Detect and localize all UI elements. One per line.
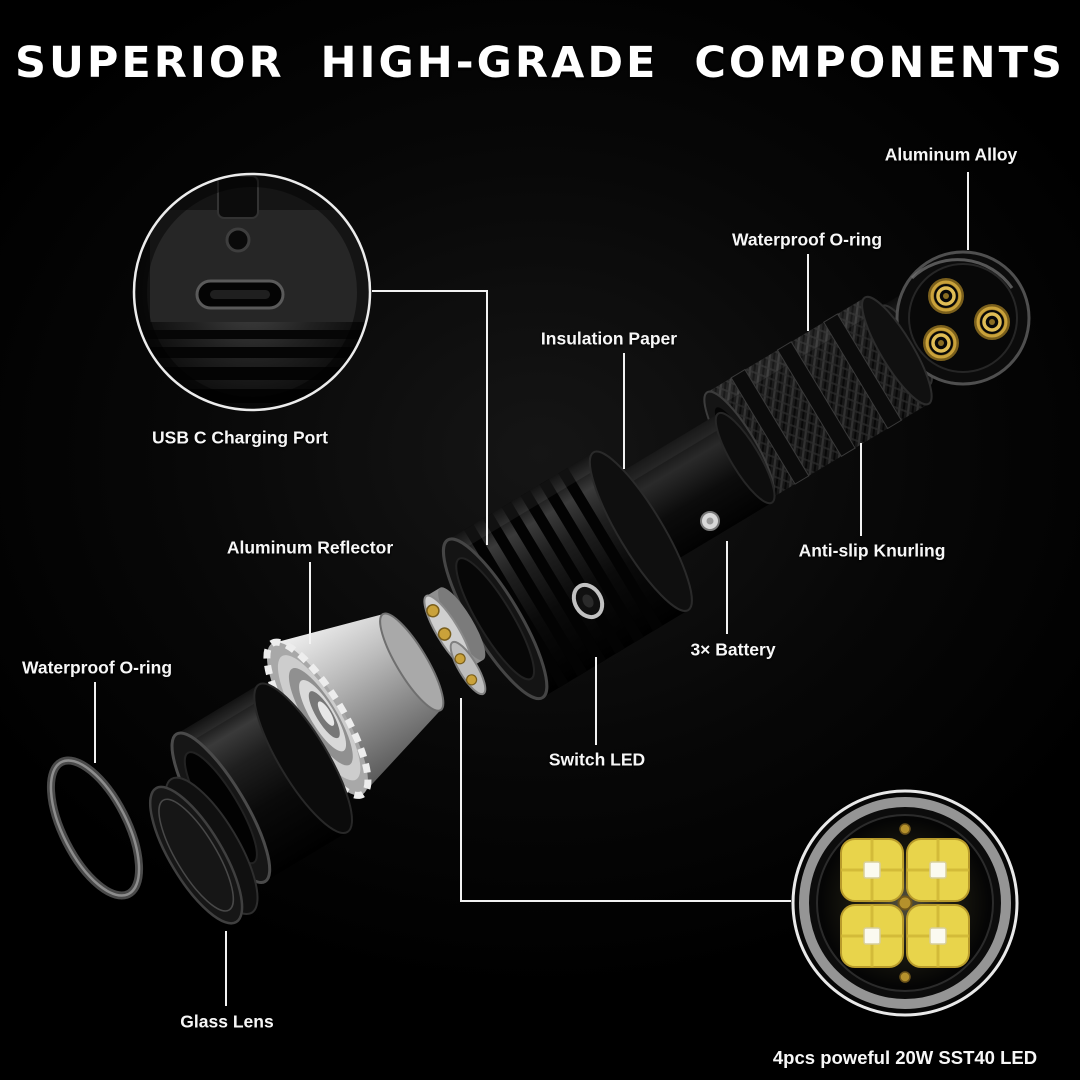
led-chip <box>840 904 904 968</box>
leader-lines <box>94 172 969 1006</box>
bezel-ring <box>170 682 353 884</box>
bezel-screw <box>899 823 911 835</box>
leader-usb-inset <box>372 290 488 545</box>
label-aluminum-alloy: Aluminum Alloy <box>884 144 1018 165</box>
battery-spring <box>928 278 964 314</box>
bezel-screw <box>899 971 911 983</box>
page-title: SUPERIOR HIGH-GRADE COMPONENTS <box>15 38 1065 88</box>
led-chip <box>906 838 970 902</box>
tailcap-contact-springs <box>895 250 1031 386</box>
driver-ring <box>449 640 487 696</box>
usb-port-inset <box>132 172 372 412</box>
glass-lens <box>148 776 259 925</box>
aluminum-reflector <box>263 612 445 799</box>
label-glass-lens: Glass Lens <box>180 1011 274 1032</box>
led-array-inset <box>791 789 1019 1017</box>
label-waterproof-oring-front: Waterproof O-ring <box>21 657 173 678</box>
led-chip <box>906 904 970 968</box>
label-aluminum-reflector: Aluminum Reflector <box>226 537 394 558</box>
label-anti-slip-knurling: Anti-slip Knurling <box>798 540 946 561</box>
side-switch <box>571 582 605 620</box>
label-battery: 3× Battery <box>690 639 776 660</box>
battery-spring <box>923 325 959 361</box>
label-waterproof-oring-top: Waterproof O-ring <box>731 229 883 250</box>
led-chip <box>840 838 904 902</box>
center-screw <box>897 895 913 911</box>
flashlight-head <box>441 450 693 701</box>
label-switch-led: Switch LED <box>548 749 646 770</box>
label-insulation-paper: Insulation Paper <box>540 328 678 349</box>
battery-spring <box>974 304 1010 340</box>
button-macro <box>225 227 251 253</box>
battery-contact <box>700 511 720 531</box>
leader-led-inset <box>460 698 791 902</box>
front-o-ring <box>46 756 144 900</box>
label-led-caption: 4pcs poweful 20W SST40 LED <box>772 1047 1038 1068</box>
label-usb-c-charging-port: USB C Charging Port <box>152 427 328 448</box>
